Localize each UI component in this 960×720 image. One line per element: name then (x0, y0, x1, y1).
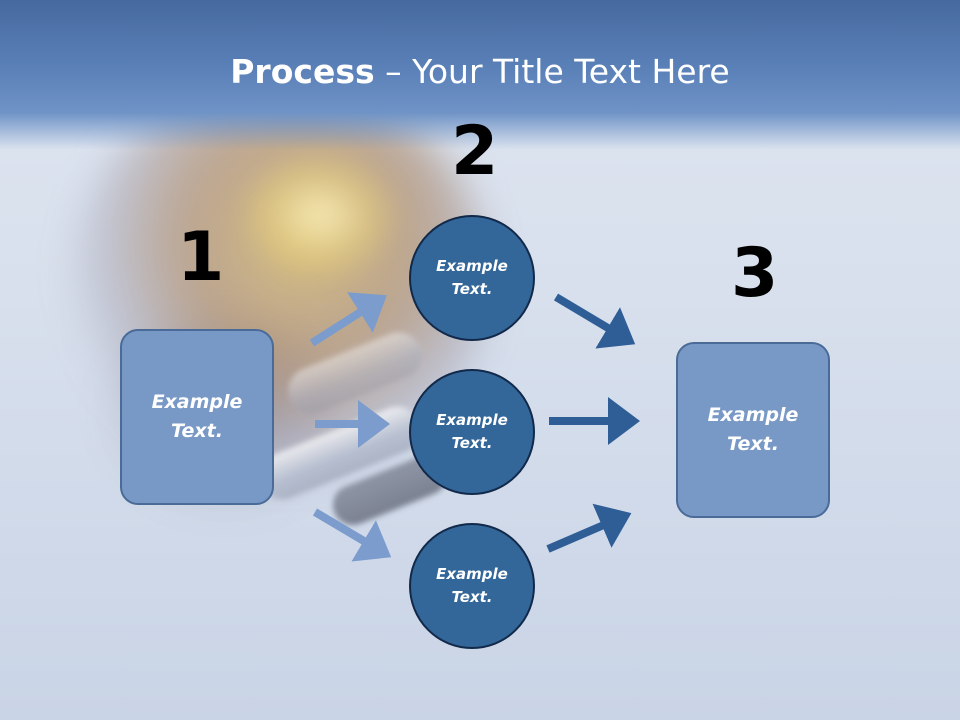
step-1-box-line1: Example (151, 391, 243, 413)
step-number-1[interactable]: 1 (177, 218, 225, 297)
circle-line2: Text. (451, 280, 493, 298)
arrow-right-icon (553, 293, 636, 349)
circle-line1: Example (436, 565, 508, 583)
step-2-circle-bottom[interactable]: Example Text. (409, 523, 535, 649)
circle-text: Example Text. (422, 409, 522, 455)
arrow-right-icon (309, 292, 387, 347)
title-bold-text: Process (230, 52, 375, 91)
step-3-box-line2: Text. (727, 433, 779, 455)
title-band (0, 0, 960, 150)
arrow-right-icon (546, 503, 632, 553)
circle-text: Example Text. (422, 255, 522, 301)
step-1-box-text: Example Text. (137, 388, 257, 446)
circle-line2: Text. (451, 588, 493, 606)
arrow-right-icon (312, 508, 392, 562)
step-3-box[interactable]: Example Text. (676, 342, 830, 518)
circle-line1: Example (436, 411, 508, 429)
step-number-2[interactable]: 2 (451, 112, 499, 191)
slide-title[interactable]: Process – Your Title Text Here (0, 52, 960, 91)
step-2-circle-middle[interactable]: Example Text. (409, 369, 535, 495)
step-1-box-line2: Text. (171, 420, 223, 442)
title-rest-text: – Your Title Text Here (374, 52, 730, 91)
step-3-box-text: Example Text. (693, 401, 813, 459)
step-1-box[interactable]: Example Text. (120, 329, 274, 505)
step-3-box-line1: Example (707, 404, 799, 426)
step-2-circle-top[interactable]: Example Text. (409, 215, 535, 341)
circle-line2: Text. (451, 434, 493, 452)
circle-line1: Example (436, 257, 508, 275)
step-number-3[interactable]: 3 (731, 234, 779, 313)
circle-text: Example Text. (422, 563, 522, 609)
